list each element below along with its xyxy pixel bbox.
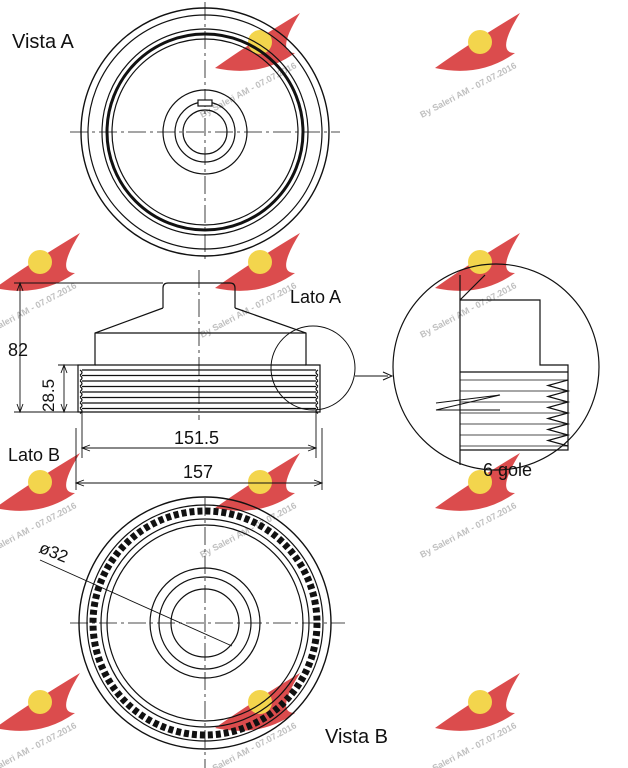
lato-a-label: Lato A	[290, 287, 341, 307]
groove-edge	[79, 374, 319, 382]
dimension-28-5-label: 28.5	[39, 379, 58, 412]
watermark-disc	[468, 690, 492, 714]
groove-edge	[79, 396, 319, 404]
dimension-151-5-label: 151.5	[174, 428, 219, 448]
dimension-157-label: 157	[183, 462, 213, 482]
dimension-157	[74, 428, 324, 490]
lato-b-label: Lato B	[8, 445, 60, 465]
dimension-82	[14, 281, 163, 414]
watermark-logo: By Saleri AM - 07.07.2016	[418, 673, 520, 768]
watermark-logo: By Saleri AM - 07.07.2016	[0, 673, 80, 768]
groove-edge	[79, 407, 319, 415]
side-view	[77, 270, 394, 420]
watermark-disc	[248, 690, 272, 714]
dimension-28-5	[58, 363, 78, 414]
groove-edge	[79, 369, 319, 376]
watermark-logo: By Saleri AM - 07.07.2016	[418, 13, 520, 120]
vista-b-label: Vista B	[325, 726, 388, 748]
watermark-logo: By Saleri AM - 07.07.2016	[0, 233, 80, 340]
groove-edge	[79, 402, 319, 409]
groove-edge	[79, 380, 319, 387]
vista-b-view	[39, 496, 345, 768]
detail-view	[392, 263, 600, 471]
watermark-disc	[28, 470, 52, 494]
watermark-disc	[28, 690, 52, 714]
detail-teeth	[460, 379, 571, 447]
bore-label: ø32	[37, 538, 71, 567]
watermark-logo: By Saleri AM - 07.07.2016	[0, 453, 80, 560]
dimension-82-label: 82	[8, 340, 28, 360]
watermark-logo: By Saleri AM - 07.07.2016	[418, 233, 520, 340]
gole-label: 6 gole	[483, 460, 532, 480]
vista-a-label: Vista A	[12, 31, 75, 53]
watermark-disc	[468, 470, 492, 494]
watermark-disc	[248, 470, 272, 494]
vista-a-view	[70, 2, 340, 262]
watermark-disc	[28, 250, 52, 274]
watermark-disc	[468, 30, 492, 54]
watermark-disc	[468, 250, 492, 274]
watermark-logo: By Saleri AM - 07.07.2016	[198, 453, 300, 560]
dimension-151-5	[80, 412, 318, 458]
groove-edge	[79, 385, 319, 393]
watermark-disc	[248, 250, 272, 274]
groove-edge	[79, 391, 319, 398]
